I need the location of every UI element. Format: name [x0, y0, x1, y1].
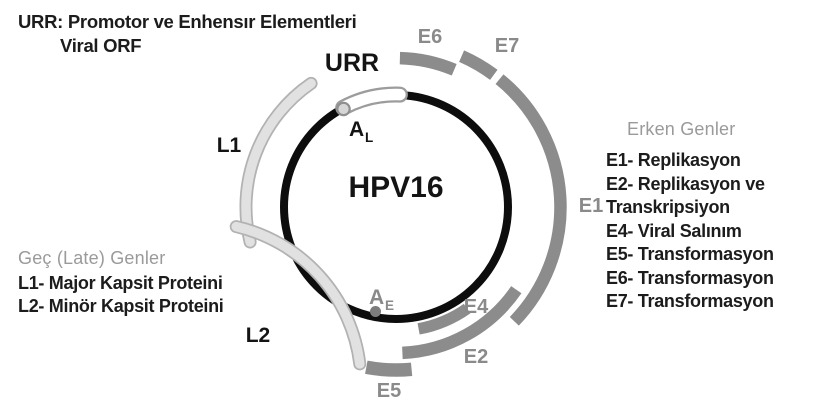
e6-arc-label: E6: [418, 26, 442, 48]
urr-legend: URR: Promotor ve Enhensır Elementleri Vi…: [18, 10, 357, 58]
e4-arc-label: E4: [464, 296, 489, 318]
e6-arc: [399, 51, 457, 76]
early-gene-item-e1: E1- Replikasyon: [606, 150, 741, 170]
early-gene-item-e2: E2- Replikasyon ve: [606, 173, 765, 194]
genome-circle: [280, 91, 512, 323]
poly-a-late-label: A: [349, 118, 364, 141]
late-gene-item-l2: L2- Minör Kapsit Proteini: [18, 296, 224, 316]
early-genes-heading: Erken Genler: [627, 119, 736, 139]
late-genes-list: Geç (Late) Genler L1- Major Kapsit Prote…: [18, 247, 224, 318]
early-gene-item-e4: E4- Viral Salınım: [606, 220, 742, 241]
hpv16-center-label: HPV16: [348, 171, 443, 204]
early-gene-item-e2-cont: Transkripsiyon: [606, 197, 730, 217]
e1-arc: [495, 74, 567, 326]
e5-arc-label: E5: [377, 380, 401, 402]
e2-arc-label: E2: [464, 346, 488, 368]
poly-a-early-marker: [370, 306, 381, 317]
poly-a-early-label: A: [369, 286, 384, 309]
l1-arc-label: L1: [217, 134, 242, 157]
l2-arc-label: L2: [246, 324, 271, 347]
e1-arc-label: E1: [579, 195, 603, 217]
poly-a-late-marker: [336, 101, 351, 117]
e7-arc-label: E7: [495, 35, 519, 57]
early-gene-item-e7: E7- Transformasyon: [606, 291, 774, 311]
late-gene-item-l1: L1- Major Kapsit Proteini: [18, 273, 223, 293]
late-genes-heading: Geç (Late) Genler: [18, 248, 166, 268]
urr-legend-line1: URR: Promotor ve Enhensır Elementleri: [18, 11, 357, 32]
l1-arc: [241, 78, 316, 247]
e5-arc: [365, 360, 413, 377]
early-gene-item-e5: E5- Transformasyon: [606, 244, 774, 264]
l2-arc: [231, 221, 365, 369]
poly-a-late-sub: L: [365, 130, 373, 145]
poly-a-early-sub: E: [385, 298, 394, 313]
early-genes-list: Erken Genler E1- Replikasyon E2- Replika…: [606, 119, 774, 314]
early-gene-item-e6: E6- Transformasyon: [606, 267, 774, 288]
urr-arc-label: URR: [325, 49, 379, 77]
e7-arc: [458, 50, 498, 80]
urr-legend-line2: Viral ORF: [60, 35, 142, 56]
e2-arc: [402, 286, 522, 360]
e4-arc: [417, 303, 471, 335]
